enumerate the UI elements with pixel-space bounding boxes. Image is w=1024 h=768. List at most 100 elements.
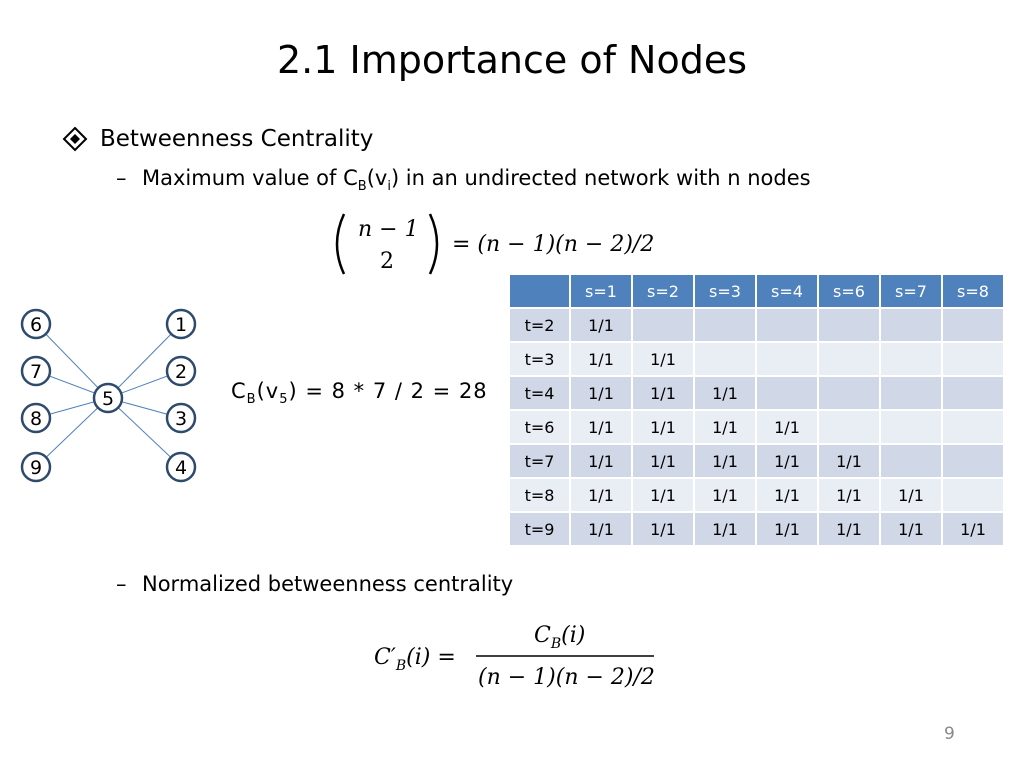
table-cell: 1/1 <box>879 477 943 513</box>
formula-numerator: CB(i) <box>534 623 585 652</box>
binom-top: n − 1 <box>358 217 419 242</box>
table-cell: 1/1 <box>631 375 695 411</box>
table-cell <box>755 341 819 377</box>
node-2: 2 <box>165 355 197 387</box>
table-cell <box>817 307 881 343</box>
col-header: s=1 <box>569 273 633 309</box>
table-cell <box>755 307 819 343</box>
col-header: s=8 <box>941 273 1005 309</box>
table-header-row: s=1 s=2 s=3 s=4 s=6 s=7 s=8 <box>508 273 1005 309</box>
svg-text:3: 3 <box>175 408 187 430</box>
table-cell <box>941 477 1005 513</box>
bullet-betweenness: Betweenness Centrality <box>62 126 373 152</box>
table-cell <box>941 443 1005 479</box>
table-cell: 1/1 <box>569 477 633 513</box>
table-cell: 1/1 <box>569 443 633 479</box>
table-cell: 1/1 <box>631 409 695 445</box>
binom-rhs: = (n − 1)(n − 2)/2 <box>452 232 654 257</box>
col-header: s=6 <box>817 273 881 309</box>
table-corner <box>508 273 571 309</box>
table-cell: 1/1 <box>569 409 633 445</box>
table-cell: 1/1 <box>569 511 633 547</box>
dash-icon: – <box>116 572 127 596</box>
svg-text:5: 5 <box>102 388 114 410</box>
table-cell: 1/1 <box>755 477 819 513</box>
table-cell: 1/1 <box>755 511 819 547</box>
col-header: s=2 <box>631 273 695 309</box>
table-cell <box>941 409 1005 445</box>
col-header: s=7 <box>879 273 943 309</box>
sub-bullet-max-value: – Maximum value of CB(vi) in an undirect… <box>116 166 811 194</box>
node-6: 6 <box>20 308 52 340</box>
col-header: s=4 <box>755 273 819 309</box>
table-cell: 1/1 <box>569 307 633 343</box>
table-cell: 1/1 <box>941 511 1005 547</box>
table-cell: 1/1 <box>693 409 757 445</box>
table-cell <box>879 409 943 445</box>
node-9: 9 <box>20 451 52 483</box>
table-cell: 1/1 <box>693 477 757 513</box>
node-3: 3 <box>165 402 197 434</box>
node-7: 7 <box>20 355 52 387</box>
table-cell <box>693 341 757 377</box>
table-cell <box>941 307 1005 343</box>
table-cell <box>879 443 943 479</box>
table-cell: 1/1 <box>631 443 695 479</box>
table-cell: 1/1 <box>755 409 819 445</box>
table-cell <box>817 375 881 411</box>
table-cell: 1/1 <box>693 375 757 411</box>
table-cell: 1/1 <box>631 341 695 377</box>
svg-text:9: 9 <box>30 457 42 479</box>
table-cell: 1/1 <box>879 511 943 547</box>
table-cell: 1/1 <box>569 375 633 411</box>
row-header: t=3 <box>508 341 571 377</box>
table-cell: 1/1 <box>693 511 757 547</box>
node-4: 4 <box>165 451 197 483</box>
table-cell: 1/1 <box>817 477 881 513</box>
page-number: 9 <box>944 724 955 744</box>
row-header: t=9 <box>508 511 571 547</box>
binomial-formula: n − 1 2 = (n − 1)(n − 2)/2 <box>330 208 670 286</box>
table-cell: 1/1 <box>817 511 881 547</box>
table-cell: 1/1 <box>755 443 819 479</box>
svg-text:1: 1 <box>175 314 187 336</box>
node-8: 8 <box>20 402 52 434</box>
svg-text:6: 6 <box>30 314 42 336</box>
row-header: t=7 <box>508 443 571 479</box>
formula-lhs: C′B(i) = <box>374 645 456 674</box>
table-cell <box>941 341 1005 377</box>
table-cell <box>631 307 695 343</box>
table-cell: 1/1 <box>693 443 757 479</box>
table-cell <box>693 307 757 343</box>
table-cell: 1/1 <box>817 443 881 479</box>
table-cell <box>817 409 881 445</box>
table-cell <box>817 341 881 377</box>
binomial-formula-svg: n − 1 2 = (n − 1)(n − 2)/2 <box>335 213 654 275</box>
row-header: t=8 <box>508 477 571 513</box>
row-header: t=4 <box>508 375 571 411</box>
normalized-formula: C′B(i) = CB(i) (n − 1)(n − 2)/2 <box>374 618 674 700</box>
bullet-text: Betweenness Centrality <box>100 126 374 152</box>
table-cell <box>755 375 819 411</box>
cb-v5-equation: CB(v5) = 8 * 7 / 2 = 28 <box>231 379 488 408</box>
slide-title: 2.1 Importance of Nodes <box>276 38 748 82</box>
row-header: t=2 <box>508 307 571 343</box>
node-5-center: 5 <box>92 382 124 414</box>
table-cell <box>879 307 943 343</box>
table-cell <box>941 375 1005 411</box>
sub-bullet-normalized: – Normalized betweenness centrality <box>116 572 513 596</box>
table-cell: 1/1 <box>631 477 695 513</box>
col-header: s=3 <box>693 273 757 309</box>
node-1: 1 <box>165 308 197 340</box>
diamond-bullet-icon <box>62 126 88 152</box>
svg-text:8: 8 <box>30 408 42 430</box>
network-graph: 6 7 8 9 1 2 3 4 5 <box>20 308 197 483</box>
formula-denominator: (n − 1)(n − 2)/2 <box>478 665 655 690</box>
row-header: t=6 <box>508 409 571 445</box>
